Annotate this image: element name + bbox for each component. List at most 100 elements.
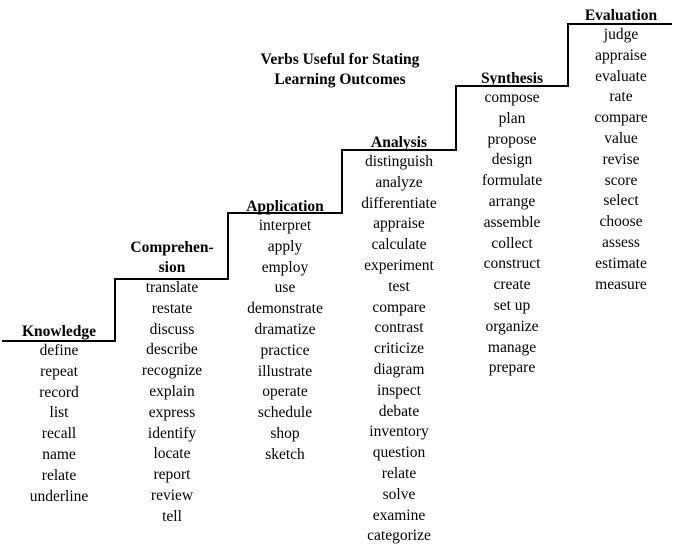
level-comprehension: Comprehen- sion translate restate discus…: [116, 238, 228, 528]
verb-item: distinguish: [364, 153, 434, 170]
verb-item: appraise: [595, 46, 647, 64]
verb-list-evaluation: judge appraise evaluate rate compare val…: [569, 25, 673, 295]
verb-item: explain: [149, 382, 195, 400]
level-heading-analysis: Analysis: [371, 134, 427, 151]
verb-item: translate: [145, 279, 199, 296]
level-application: Application interpret apply employ use d…: [229, 197, 341, 466]
level-heading-knowledge: Knowledge: [21, 323, 97, 340]
verb-item: revise: [602, 150, 640, 168]
verb-item: plan: [498, 109, 526, 127]
verb-item: employ: [261, 258, 309, 276]
verb-item: evaluate: [595, 67, 647, 85]
verb-item: report: [153, 466, 191, 484]
verb-list-knowledge: define repeat record list recall name re…: [4, 341, 114, 507]
verb-item: discuss: [149, 320, 195, 338]
verb-item: collect: [491, 234, 533, 252]
verb-item: calculate: [371, 236, 427, 254]
verb-item: create: [493, 276, 531, 294]
verb-item: design: [491, 151, 533, 169]
verb-item: diagram: [373, 360, 425, 378]
verb-item: define: [39, 342, 79, 359]
verb-list-application: interpret apply employ use demonstrate d…: [229, 216, 341, 466]
verb-item: locate: [153, 445, 191, 463]
verb-item: identify: [147, 424, 197, 442]
verb-item: assemble: [483, 213, 541, 231]
level-knowledge: Knowledge define repeat record list reca…: [4, 322, 114, 507]
level-heading-evaluation: Evaluation: [584, 7, 658, 24]
verb-item: value: [604, 129, 638, 147]
verb-list-analysis: distinguish analyze differentiate apprai…: [343, 152, 455, 547]
verb-item: estimate: [595, 254, 647, 272]
verb-item: compose: [484, 89, 540, 106]
verb-item: assess: [602, 233, 640, 251]
verb-item: choose: [599, 213, 643, 231]
verb-item: compare: [594, 109, 648, 127]
verb-item: manage: [487, 338, 537, 356]
verb-item: underline: [29, 487, 89, 505]
level-synthesis: Synthesis compose plan propose design fo…: [457, 69, 567, 379]
verb-item: categorize: [367, 527, 431, 545]
verb-item: describe: [146, 341, 198, 359]
verb-item: recall: [41, 425, 77, 443]
title-line-1: Verbs Useful for Stating: [260, 51, 420, 68]
level-evaluation: Evaluation judge appraise evaluate rate …: [569, 6, 673, 295]
verb-item: operate: [262, 383, 308, 401]
verb-item: differentiate: [361, 194, 437, 212]
verb-item: review: [150, 486, 194, 504]
verb-item: name: [42, 445, 76, 463]
verb-item: use: [274, 279, 296, 297]
verb-item: question: [372, 444, 426, 462]
verb-item: practice: [260, 341, 310, 359]
verb-item: judge: [603, 26, 639, 43]
verb-item: sketch: [265, 445, 305, 463]
verb-item: arrange: [488, 192, 536, 210]
verb-item: apply: [267, 237, 303, 255]
verb-item: appraise: [373, 215, 425, 233]
diagram-title: Verbs Useful for Stating Learning Outcom…: [210, 50, 470, 90]
verb-item: repeat: [40, 362, 78, 380]
level-analysis: Analysis distinguish analyze differentia…: [343, 133, 455, 547]
verb-item: formulate: [481, 172, 543, 190]
verb-list-synthesis: compose plan propose design formulate ar…: [457, 88, 567, 379]
verb-list-comprehension: translate restate discuss describe recog…: [116, 278, 228, 528]
verb-item: relate: [381, 464, 417, 482]
title-line-2: Learning Outcomes: [274, 71, 406, 88]
level-heading-comprehension-line-2: sion: [158, 259, 186, 276]
verb-item: contrast: [374, 319, 424, 337]
verb-item: schedule: [257, 404, 313, 422]
level-heading-comprehension-line-1: Comprehen-: [130, 239, 214, 256]
verb-item: criticize: [374, 340, 424, 358]
verb-item: solve: [382, 485, 416, 503]
verb-item: examine: [372, 506, 426, 524]
verb-item: recognize: [141, 362, 203, 380]
verb-item: record: [39, 383, 79, 401]
verb-item: list: [49, 404, 69, 422]
verb-item: tell: [162, 507, 182, 525]
verb-item: rate: [609, 88, 633, 106]
verb-item: restate: [151, 299, 193, 317]
verb-item: set up: [493, 296, 531, 314]
verb-item: debate: [378, 402, 420, 420]
verb-item: illustrate: [257, 362, 313, 380]
verb-item: organize: [485, 317, 539, 335]
verb-item: inspect: [377, 381, 421, 399]
verb-item: interpret: [258, 217, 312, 234]
verb-item: experiment: [364, 256, 434, 274]
verb-item: measure: [595, 275, 647, 293]
verb-item: inventory: [369, 423, 429, 441]
verb-item: shop: [270, 424, 300, 442]
verb-item: test: [388, 277, 410, 295]
verb-item: relate: [41, 466, 77, 484]
verb-item: compare: [372, 298, 426, 316]
verb-item: dramatize: [254, 320, 316, 338]
level-heading-comprehension: Comprehen- sion: [116, 238, 228, 278]
verb-item: score: [604, 171, 638, 189]
level-heading-application: Application: [246, 198, 324, 215]
verb-item: select: [603, 192, 639, 210]
verb-item: demonstrate: [247, 300, 323, 318]
verb-item: express: [148, 403, 196, 421]
verb-item: construct: [483, 255, 541, 273]
verb-item: prepare: [488, 359, 536, 377]
verb-item: analyze: [375, 173, 423, 191]
